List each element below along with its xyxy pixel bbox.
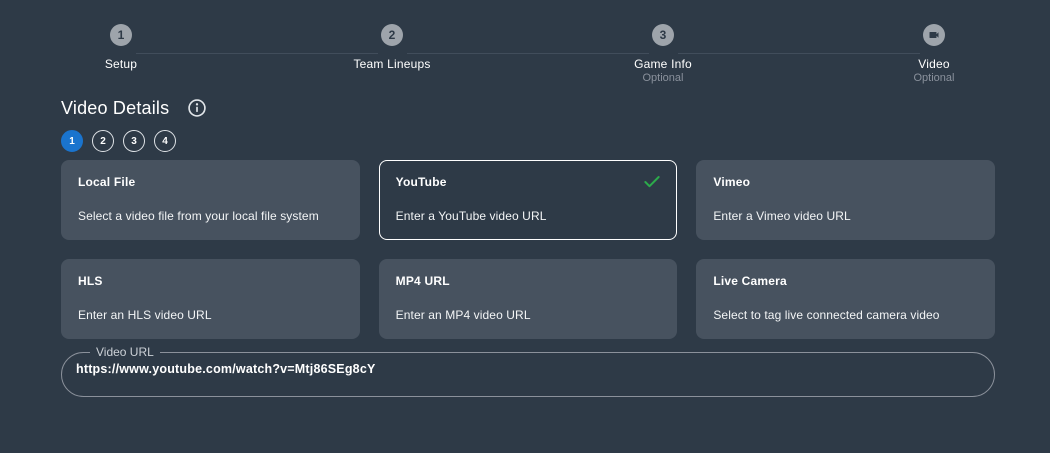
step-number-badge: 3 — [652, 24, 674, 46]
card-description: Select a video file from your local file… — [78, 209, 319, 223]
step-number-badge: 1 — [110, 24, 132, 46]
step-label: Video — [918, 57, 950, 71]
step-number-badge: 2 — [381, 24, 403, 46]
step-setup[interactable]: 1 Setup — [51, 24, 191, 84]
step-sublabel: Optional — [642, 72, 684, 84]
substep-3[interactable]: 3 — [123, 130, 145, 152]
card-description: Enter an HLS video URL — [78, 308, 212, 322]
card-title: Live Camera — [713, 274, 787, 288]
step-team-lineups[interactable]: 2 Team Lineups — [322, 24, 462, 84]
card-description: Enter a YouTube video URL — [395, 209, 547, 223]
substep-1[interactable]: 1 — [61, 130, 83, 152]
card-title: Local File — [78, 175, 136, 189]
step-label: Setup — [104, 57, 138, 71]
step-label: Team Lineups — [353, 57, 431, 71]
substep-4[interactable]: 4 — [154, 130, 176, 152]
stepper-connector-line — [136, 53, 378, 54]
page-title: Video Details — [61, 97, 170, 118]
step-game-info[interactable]: 3 Game Info Optional — [593, 24, 733, 84]
check-icon — [642, 172, 662, 192]
step-video[interactable]: Video Optional — [864, 24, 1004, 84]
stepper-connector-line — [407, 53, 649, 54]
step-sublabel: Optional — [913, 72, 955, 84]
wizard-stepper: 1 Setup 2 Team Lineups 3 Game Info Optio… — [0, 0, 1050, 84]
video-url-input[interactable] — [74, 359, 964, 376]
substep-indicator-group: 1 2 3 4 — [61, 130, 995, 152]
source-card-hls[interactable]: HLS Enter an HLS video URL — [61, 259, 360, 339]
video-details-section: Video Details 1 2 3 4 Local File Select … — [0, 97, 1050, 397]
card-title: MP4 URL — [395, 274, 450, 288]
card-description: Enter an MP4 video URL — [395, 308, 531, 322]
stepper-connector-line — [678, 53, 920, 54]
source-card-local-file[interactable]: Local File Select a video file from your… — [61, 160, 360, 240]
source-card-live-camera[interactable]: Live Camera Select to tag live connected… — [696, 259, 995, 339]
step-label: Game Info — [634, 57, 692, 71]
videocam-icon — [923, 24, 945, 46]
info-icon[interactable] — [187, 98, 207, 118]
card-title: YouTube — [395, 175, 447, 189]
card-title: HLS — [78, 274, 103, 288]
source-card-mp4-url[interactable]: MP4 URL Enter an MP4 video URL — [378, 259, 678, 339]
card-description: Enter a Vimeo video URL — [713, 209, 851, 223]
section-heading-row: Video Details — [61, 97, 995, 119]
source-card-youtube[interactable]: YouTube Enter a YouTube video URL — [378, 160, 678, 240]
substep-2[interactable]: 2 — [92, 130, 114, 152]
video-url-label: Video URL — [96, 345, 154, 359]
source-card-vimeo[interactable]: Vimeo Enter a Vimeo video URL — [696, 160, 995, 240]
video-source-grid: Local File Select a video file from your… — [61, 160, 995, 339]
video-url-fieldset: Video URL — [61, 345, 995, 397]
card-title: Vimeo — [713, 175, 751, 189]
card-description: Select to tag live connected camera vide… — [713, 308, 940, 322]
